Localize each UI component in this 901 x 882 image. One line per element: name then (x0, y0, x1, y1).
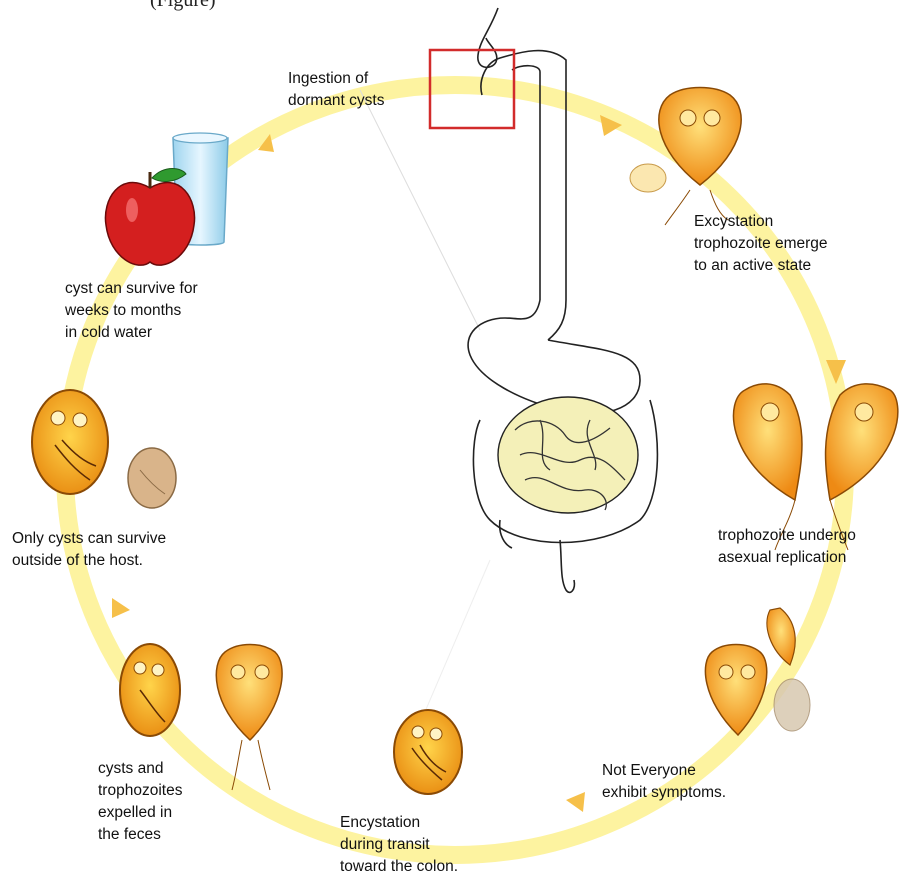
figure-fragment-text: (Figure) (150, 0, 216, 12)
encysting-cyst-icon (394, 710, 462, 794)
guide-line-upper (360, 90, 480, 330)
small-intestine (498, 397, 638, 513)
excysting-trophozoites-icon (630, 88, 741, 226)
surviving-cysts-icon (32, 390, 176, 508)
